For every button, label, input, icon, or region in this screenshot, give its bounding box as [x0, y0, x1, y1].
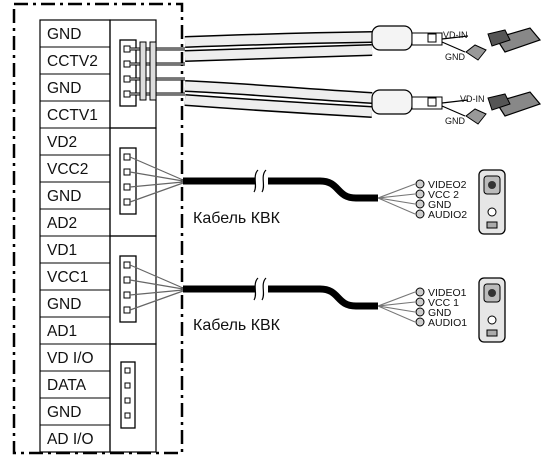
terminal-label: AD2 — [47, 215, 77, 232]
cctv-cable-1 — [184, 80, 373, 118]
terminal-label: DATA — [47, 377, 87, 394]
wire-label: VCC 2 — [428, 189, 459, 201]
cable-label: Кабель КВК — [193, 317, 281, 334]
terminal-label: CCTV2 — [47, 53, 98, 70]
terminal-label: VCC2 — [47, 161, 88, 178]
camera-vd-label: VD-IN — [460, 94, 485, 104]
wire-label: GND — [428, 307, 452, 319]
camera-gnd-label: GND — [445, 52, 466, 62]
terminal-label: GND — [47, 80, 81, 97]
camera-2: VD-IN GND — [371, 25, 542, 62]
camera-vd-label: VD-IN — [443, 30, 468, 40]
camera-1: VD-IN GND — [371, 89, 542, 126]
wire-label: VIDEO2 — [428, 179, 467, 191]
door-panel-2 — [478, 169, 506, 235]
terminal-label: VCC1 — [47, 269, 88, 286]
terminal-label: AD1 — [47, 323, 77, 340]
wire-label: VIDEO1 — [428, 287, 467, 299]
monitor-outline — [12, 2, 184, 455]
terminal-label: CCTV1 — [47, 107, 98, 124]
kvk-cable-1 — [183, 277, 416, 323]
terminal-label: VD1 — [47, 242, 77, 259]
vd-io-connector — [120, 361, 136, 429]
door-panel-2-connector — [119, 147, 184, 215]
terminal-label: GND — [47, 404, 81, 421]
terminal-label: AD I/O — [47, 431, 94, 448]
connector-column — [109, 19, 157, 453]
terminal-label: VD I/O — [47, 350, 94, 367]
wire-label: AUDIO2 — [428, 209, 467, 221]
terminal-label: GND — [47, 188, 81, 205]
terminal-label: GND — [47, 26, 81, 43]
kvk-cable-2 — [183, 169, 416, 215]
door-panel-1 — [478, 277, 506, 343]
terminal-labels: GND CCTV2 GND CCTV1 VD2 VCC2 GND AD2 VD1… — [39, 19, 111, 453]
terminal-label: VD2 — [47, 134, 77, 151]
terminal-label: GND — [47, 296, 81, 313]
cctv-connector — [119, 39, 185, 107]
door-panel-2-terminals: VIDEO2 VCC 2 GND AUDIO2 — [415, 179, 467, 221]
camera-gnd-label: GND — [445, 116, 466, 126]
cable-label: Кабель КВК — [193, 210, 281, 227]
door-panel-1-terminals: VIDEO1 VCC 1 GND AUDIO1 — [415, 287, 467, 329]
wire-label: AUDIO1 — [428, 317, 467, 329]
cctv-cable-2 — [184, 31, 373, 62]
wire-label: GND — [428, 199, 452, 211]
wire-label: VCC 1 — [428, 297, 459, 309]
door-panel-1-connector — [119, 255, 184, 323]
